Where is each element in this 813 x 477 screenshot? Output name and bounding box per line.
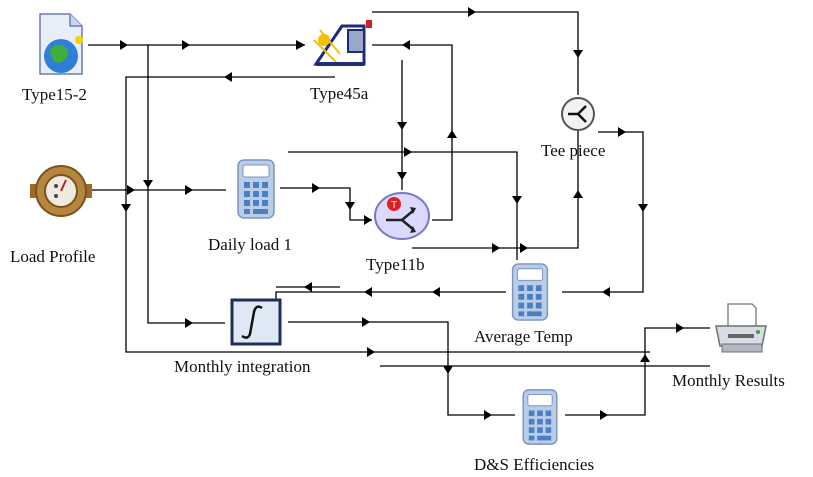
monthly-integration-node[interactable] <box>230 298 282 346</box>
type45a-node[interactable] <box>310 18 376 70</box>
load-profile-node[interactable] <box>30 160 92 222</box>
diverter-valve-icon: T <box>374 192 430 240</box>
wire-daily-to-avgtemp <box>288 151 518 260</box>
type11b-label: Type11b <box>366 255 425 274</box>
tee-piece-icon <box>561 97 595 131</box>
wire-avgtemp-to-integration <box>275 291 506 300</box>
type15-2-label: Type15-2 <box>22 85 87 104</box>
daily-load-node[interactable] <box>236 158 276 220</box>
svg-text:T: T <box>391 200 397 211</box>
calculator-icon <box>522 389 558 445</box>
tee-piece-label: Tee piece <box>541 141 606 160</box>
printer-icon <box>715 303 767 353</box>
integrator-icon <box>230 298 282 346</box>
type11b-node[interactable]: T <box>372 190 432 242</box>
tee-piece-node[interactable] <box>560 96 596 132</box>
load-profile-label: Load Profile <box>10 247 96 266</box>
weather-data-icon <box>39 13 83 75</box>
daily-load-label: Daily load 1 <box>208 235 293 254</box>
wire-weather-trunk <box>147 45 225 324</box>
wire-diverter-to-tee <box>412 130 579 249</box>
average-temp-label: Average Temp <box>474 327 573 346</box>
wire-collector-to-tee <box>372 11 579 95</box>
type15-2-node[interactable] <box>30 10 92 82</box>
solar-collector-icon <box>313 20 372 66</box>
flow-meter-icon <box>30 165 92 217</box>
ds-efficiencies-node[interactable] <box>520 388 560 446</box>
type45a-label: Type45a <box>310 84 369 103</box>
wire-daily-to-diverter <box>280 187 372 221</box>
monthly-integration-label: Monthly integration <box>174 357 311 376</box>
monthly-results-node[interactable] <box>712 300 770 356</box>
monthly-results-label: Monthly Results <box>672 371 785 390</box>
ds-efficiencies-label: D&S Efficiencies <box>474 455 595 474</box>
calculator-icon <box>237 159 275 219</box>
calculator-icon <box>511 263 549 321</box>
average-temp-node[interactable] <box>510 262 550 322</box>
